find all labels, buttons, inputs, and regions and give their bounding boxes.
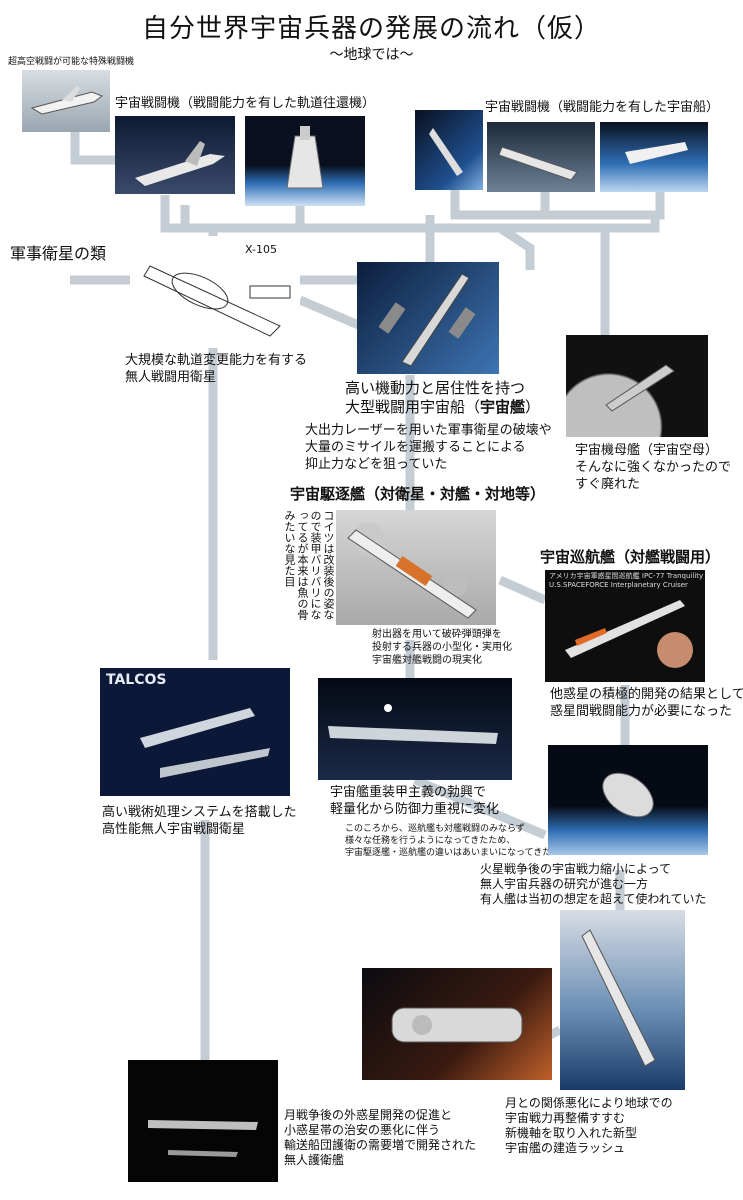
destroyer-desc: 射出器を用いて破砕弾頭弾を投射する兵器の小型化・実用化宇宙艦対艦戦闘の現実化 [372, 628, 512, 667]
fighter-ship-image-2 [487, 122, 595, 192]
blur-desc: このころから、巡航艦も対艦戦闘のみならず様々な任務を行うようになってきたため、宇… [345, 823, 551, 859]
armor-desc: 宇宙艦重装甲主義の勃興で軽量化から防御力重視に変化 [330, 784, 499, 818]
fighter-ship-image-3 [600, 122, 708, 192]
fighter-ship-label: 宇宙戦闘機（戦闘能力を有した宇宙船） [485, 100, 719, 116]
military-sat-label: 軍事衛星の類 [10, 244, 106, 264]
unmanned-sat-desc: 大規模な軌道変更能力を有する無人戦闘用衛星 [125, 352, 307, 386]
fighter-shuttle-label: 宇宙戦闘機（戦闘能力を有した軌道往還機） [115, 96, 375, 112]
shuttle-fighter-image-1 [115, 116, 235, 194]
warship-desc: 大出力レーザーを用いた軍事衛星の破壊や大量のミサイルを運搬することによる抑止力な… [305, 422, 552, 473]
talcos-name: TALCOS [106, 672, 166, 688]
carrier-desc: 宇宙機母艦（宇宙空母）そんなに強くなかったのですぐ廃れた [575, 442, 731, 493]
orbital-ship-image [548, 745, 708, 855]
escort-image [128, 1060, 278, 1182]
armored-ship-image [318, 678, 512, 780]
destroyer-title: 宇宙駆逐艦（対衛星・対艦・対地等） [290, 484, 545, 504]
mars-desc: 火星戦争後の宇宙戦力縮小によって無人宇宙兵器の研究が進む一方有人艦は当初の想定を… [480, 862, 706, 907]
warship-title: 高い機動力と居住性を持つ 大型戦闘用宇宙船（宇宙艦） [345, 379, 540, 417]
carrier-image [566, 335, 708, 437]
fighter-ship-image-1 [415, 110, 483, 190]
new-ship-image-2 [560, 910, 685, 1090]
x105-label: X-105 [245, 244, 277, 256]
talcos-desc: 高い戦術処理システムを搭載した高性能無人宇宙戦闘衛星 [102, 804, 297, 838]
destroyer-note: コイツは改装後の姿なので装甲バリバリになってるが本来は魚の骨みたいな見た目 [283, 510, 335, 628]
talcos-image: TALCOS [100, 668, 290, 796]
escort-desc: 月戦争後の外惑星開発の促進と小惑星帯の治安の悪化に伴う輸送船団護衛の需要増で開発… [284, 1108, 476, 1168]
shuttle-fighter-image-2 [245, 116, 365, 206]
cruiser-desc: 他惑星の積極的開発の結果として惑星間戦闘能力が必要になった [550, 686, 743, 720]
new-ship-image-1 [362, 968, 552, 1080]
destroyer-image [336, 510, 496, 625]
page-title: 自分世界宇宙兵器の発展の流れ（仮） [0, 8, 743, 45]
warship-image [357, 262, 499, 374]
moon-desc: 月との関係悪化により地球での宇宙戦力再整備すすむ新機軸を取り入れた新型宇宙艦の建… [505, 1096, 673, 1156]
special-fighter-image [22, 70, 110, 132]
special-fighter-label: 超高空戦闘が可能な特殊戦闘機 [8, 56, 134, 68]
cruiser-title: 宇宙巡航艦（対艦戦闘用） [540, 547, 720, 567]
